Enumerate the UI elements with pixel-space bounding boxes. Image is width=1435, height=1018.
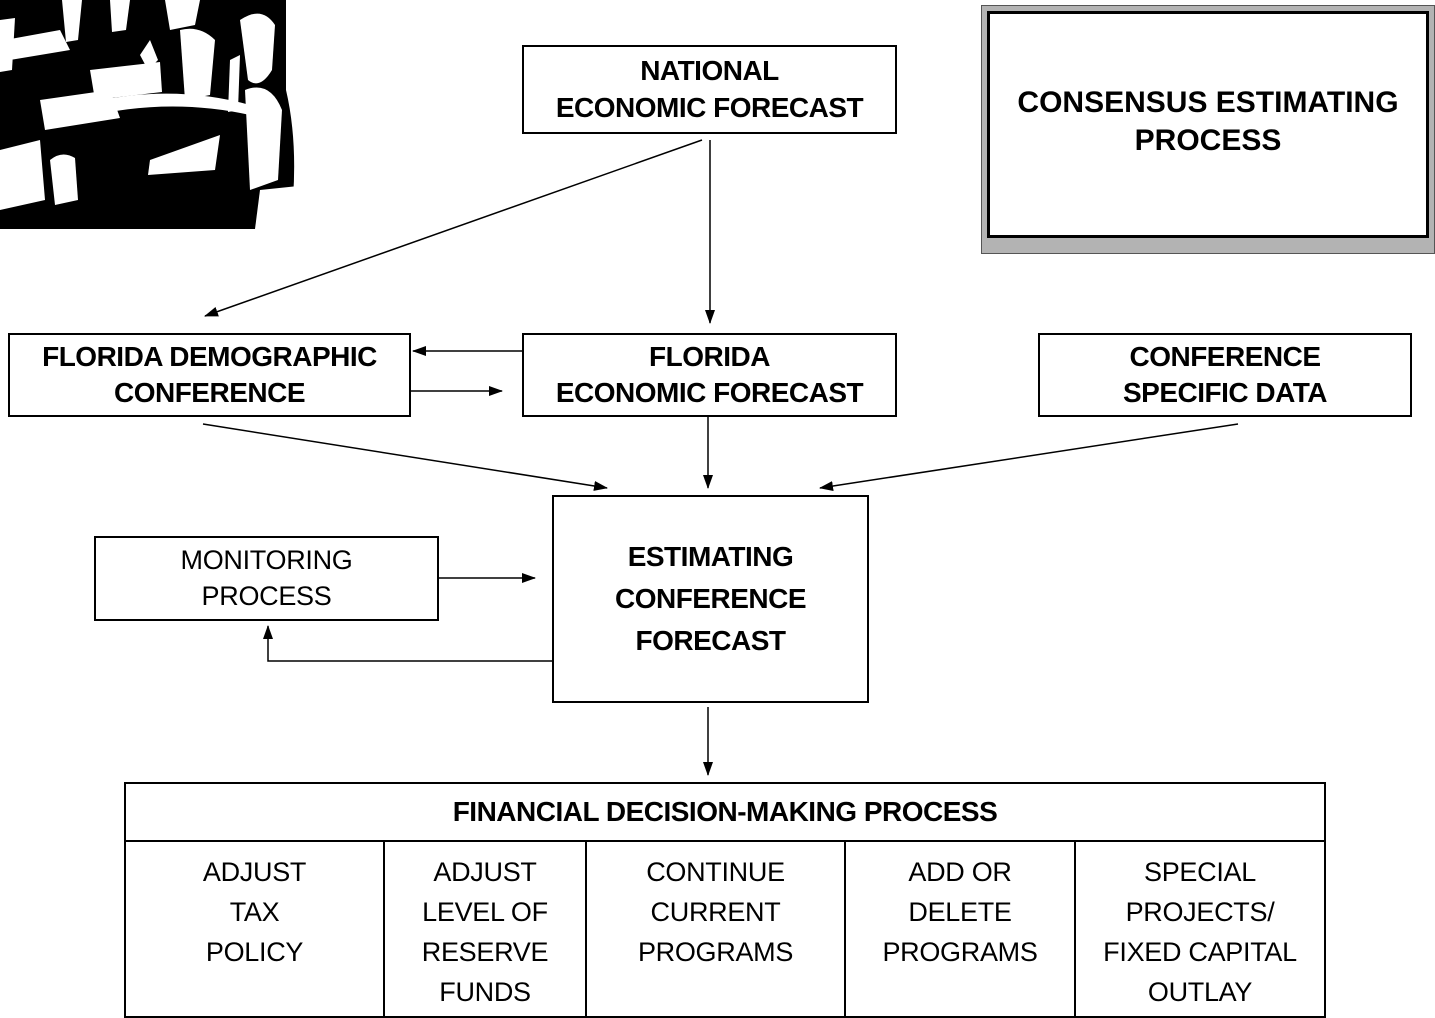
cell-line: ADJUST bbox=[202, 857, 307, 887]
cell-line: LEVEL OF bbox=[422, 897, 548, 927]
florida-economic-forecast-box: FLORIDA ECONOMIC FORECAST bbox=[522, 333, 897, 417]
cell-line: CONTINUE bbox=[646, 857, 785, 887]
cell-line: FUNDS bbox=[439, 977, 531, 1007]
node-label: CONFERENCE bbox=[1129, 340, 1321, 372]
arrow-estimating-to-monitoring bbox=[263, 625, 553, 662]
arrow-national-to-demographic bbox=[204, 139, 703, 317]
title-line-1: CONSENSUS ESTIMATING bbox=[1017, 86, 1399, 119]
cell-line: PROGRAMS bbox=[882, 937, 1038, 967]
title-line-2: PROCESS bbox=[1134, 123, 1282, 157]
node-label: NATIONAL bbox=[640, 55, 779, 87]
arrow-demographic-to-estimating bbox=[202, 423, 608, 491]
cell-line: PROGRAMS bbox=[637, 937, 794, 967]
cell-line: RESERVE bbox=[421, 937, 549, 967]
estimating-conference-forecast-box: ESTIMATING CONFERENCE FORECAST bbox=[552, 495, 869, 703]
node-label: SPECIFIC DATA bbox=[1122, 377, 1328, 408]
node-label: PROCESS bbox=[201, 580, 332, 611]
node-label: CONFERENCE bbox=[614, 583, 807, 614]
node-label: CONFERENCE bbox=[113, 377, 306, 408]
national-economic-forecast-box: NATIONAL ECONOMIC FORECAST bbox=[522, 45, 897, 134]
diagram-title: CONSENSUS ESTIMATING PROCESS bbox=[987, 11, 1429, 238]
business-meeting-clipart-icon bbox=[0, 0, 308, 229]
node-label: FLORIDA DEMOGRAPHIC bbox=[42, 340, 377, 372]
monitoring-process-box: MONITORING PROCESS bbox=[94, 536, 439, 621]
arrow-conference-data-to-estimating bbox=[819, 423, 1239, 491]
cell-line: OUTLAY bbox=[1147, 977, 1253, 1007]
cell-line: ADJUST bbox=[433, 857, 537, 887]
node-label: ESTIMATING bbox=[627, 541, 794, 572]
node-label: ECONOMIC FORECAST bbox=[555, 91, 864, 123]
financial-header: FINANCIAL DECISION-MAKING PROCESS bbox=[452, 795, 998, 827]
cell-line: TAX bbox=[229, 897, 280, 927]
cell-line: SPECIAL bbox=[1144, 857, 1256, 887]
table-cell-adjust-tax: ADJUST TAX POLICY bbox=[124, 840, 385, 1018]
cell-line: DELETE bbox=[908, 897, 1012, 927]
financial-decision-table: FINANCIAL DECISION-MAKING PROCESS ADJUST… bbox=[124, 782, 1326, 1018]
table-header-row: FINANCIAL DECISION-MAKING PROCESS bbox=[124, 782, 1326, 842]
node-label: ECONOMIC FORECAST bbox=[555, 377, 864, 408]
table-cell-add-delete: ADD OR DELETE PROGRAMS bbox=[844, 840, 1076, 1018]
cell-line: PROJECTS/ bbox=[1125, 897, 1275, 927]
table-header-cell: FINANCIAL DECISION-MAKING PROCESS bbox=[124, 782, 1326, 842]
cell-line: POLICY bbox=[205, 937, 304, 967]
table-cell-continue-programs: CONTINUE CURRENT PROGRAMS bbox=[585, 840, 846, 1018]
florida-demographic-conference-box: FLORIDA DEMOGRAPHIC CONFERENCE bbox=[8, 333, 411, 417]
node-label: FORECAST bbox=[635, 625, 787, 656]
cell-line: FIXED CAPITAL bbox=[1103, 937, 1297, 967]
conference-specific-data-box: CONFERENCE SPECIFIC DATA bbox=[1038, 333, 1412, 417]
table-cell-adjust-reserve: ADJUST LEVEL OF RESERVE FUNDS bbox=[383, 840, 587, 1018]
table-cell-special-projects: SPECIAL PROJECTS/ FIXED CAPITAL OUTLAY bbox=[1074, 840, 1326, 1018]
node-label: MONITORING bbox=[180, 545, 353, 576]
cell-line: ADD OR bbox=[908, 857, 1012, 887]
table-row: ADJUST TAX POLICY ADJUST LEVEL OF RESERV… bbox=[124, 840, 1326, 1018]
cell-line: CURRENT bbox=[650, 897, 781, 927]
node-label: FLORIDA bbox=[649, 340, 770, 372]
